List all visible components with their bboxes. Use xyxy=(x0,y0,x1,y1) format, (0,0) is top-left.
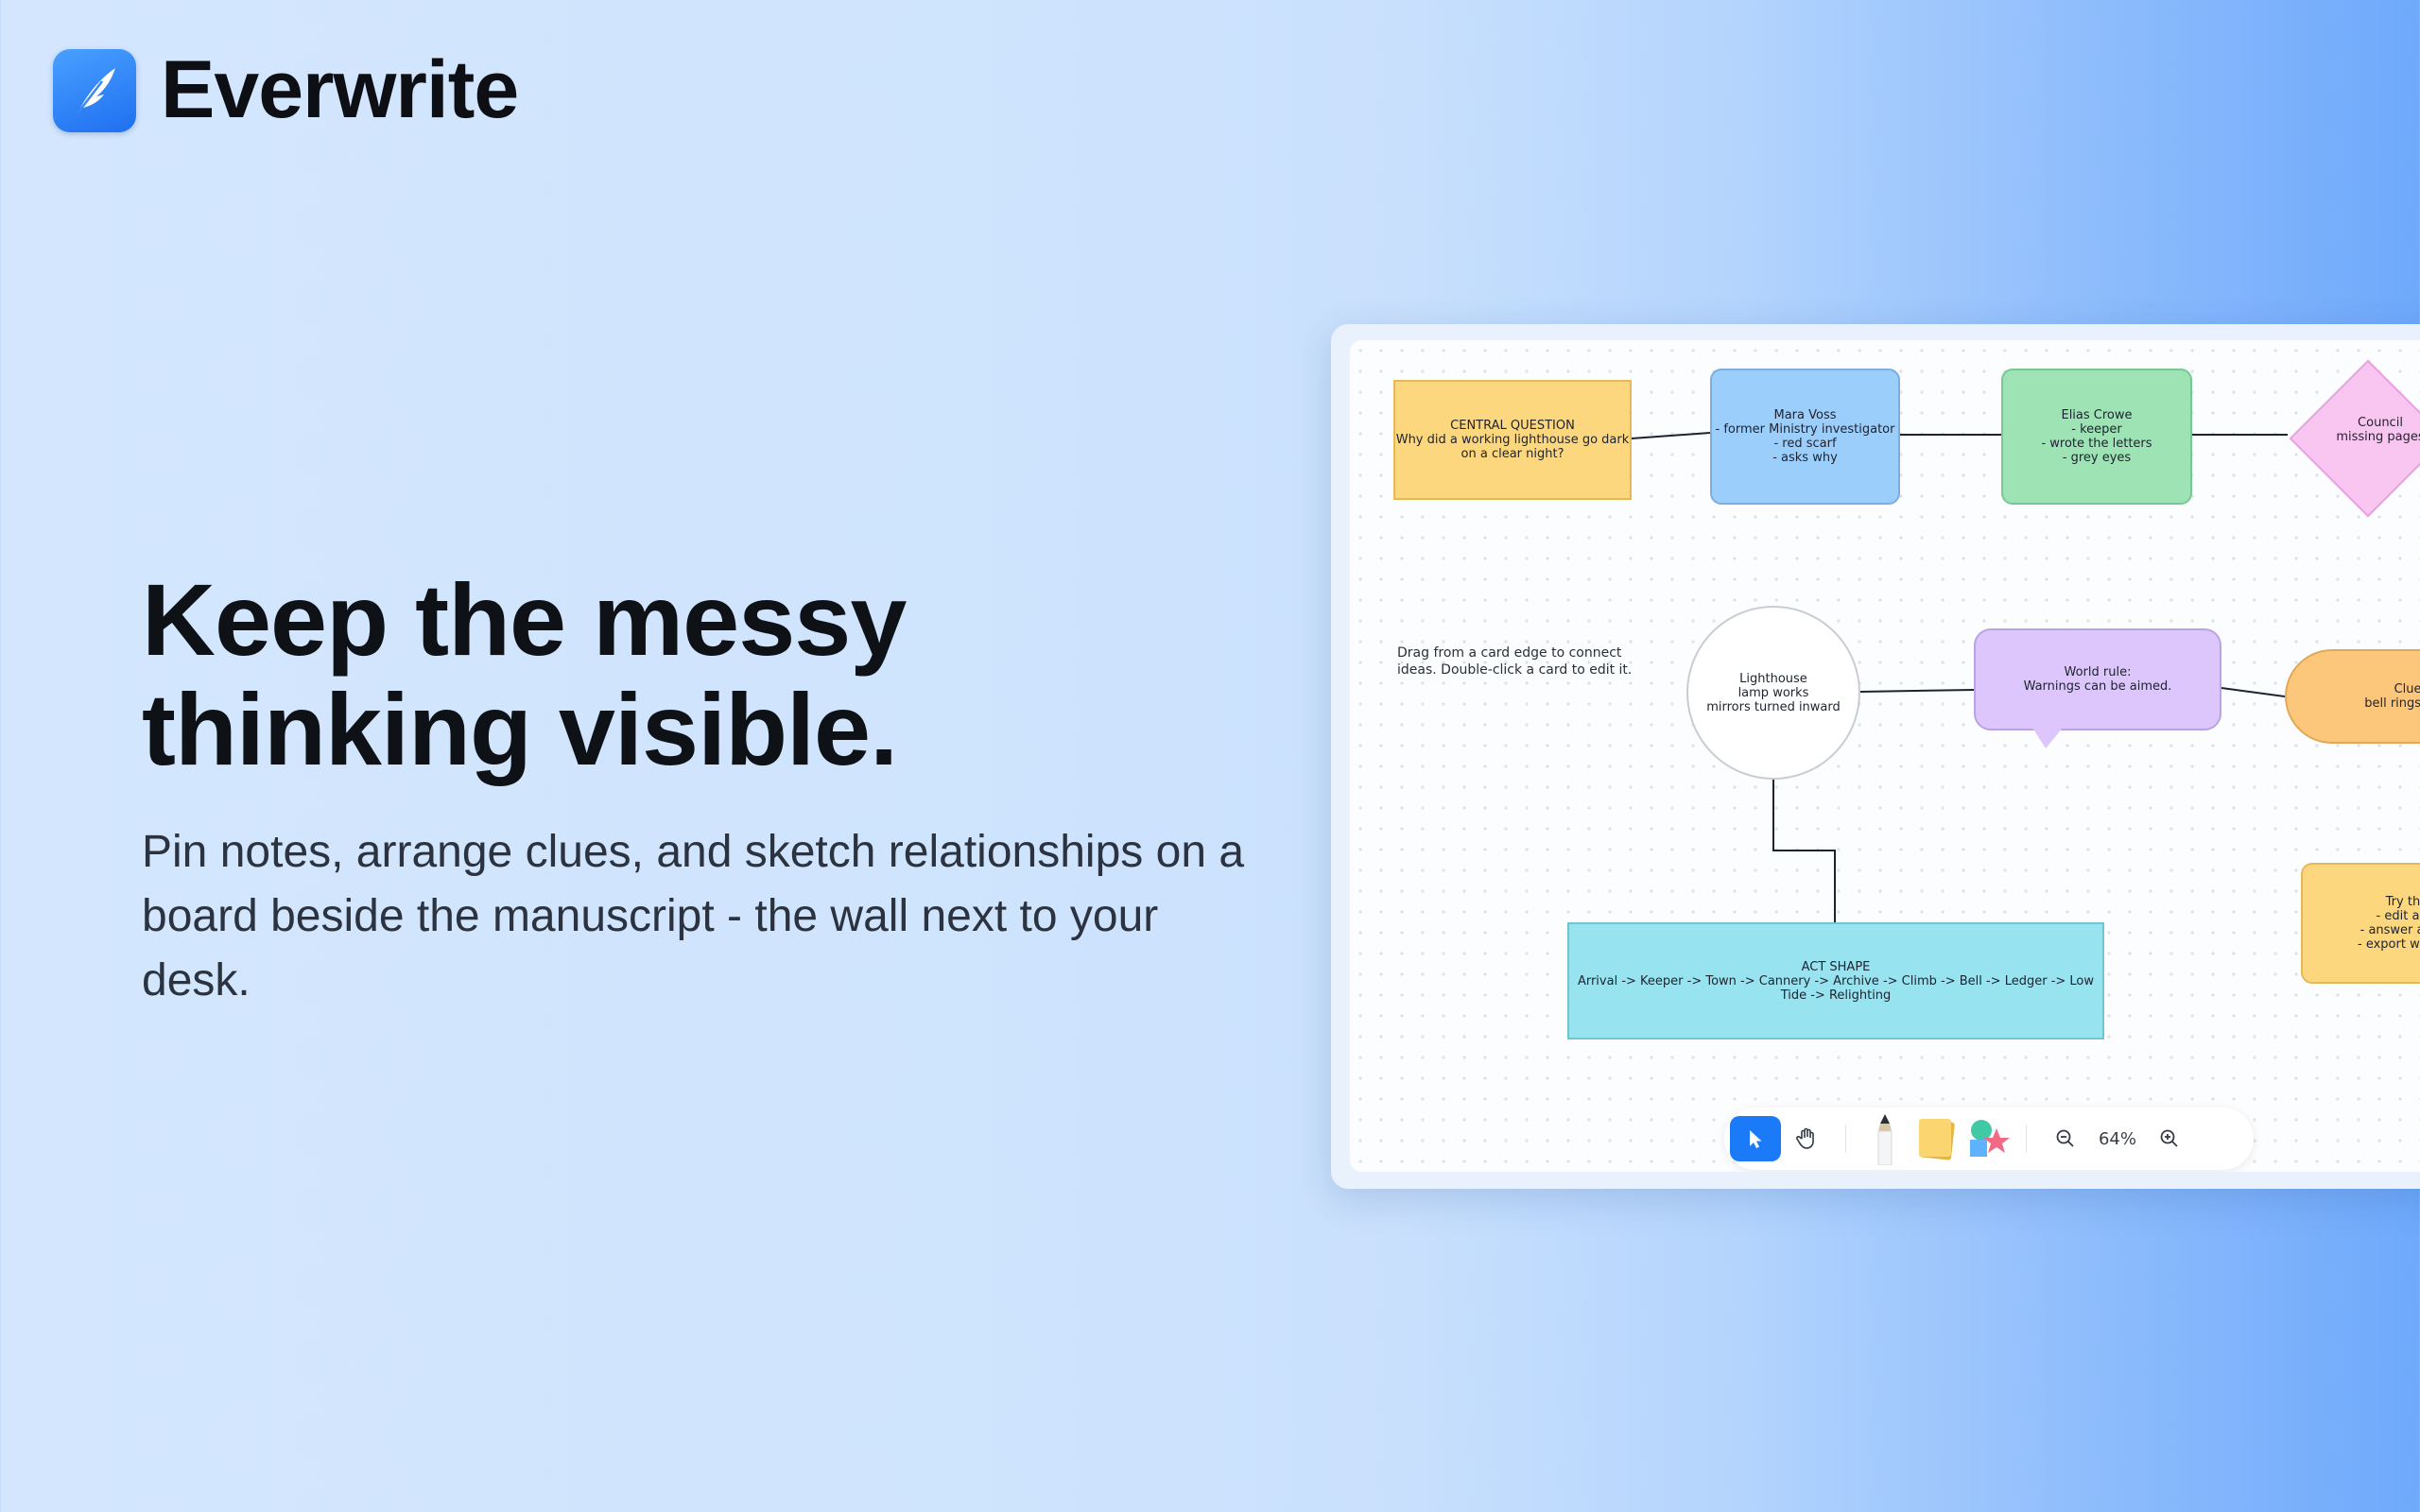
card-clue[interactable]: Clue bell rings with xyxy=(2285,649,2420,744)
card-try-this[interactable]: Try th - edit a s - answer a wo - export… xyxy=(2301,863,2420,984)
pencil-tool-button[interactable] xyxy=(1859,1114,1910,1165)
link-rule-clue xyxy=(2221,687,2286,697)
link-lighthouse-rule xyxy=(1859,689,1975,693)
subtitle: Pin notes, arrange clues, and sketch rel… xyxy=(142,827,1245,1005)
select-tool-button[interactable] xyxy=(1730,1116,1781,1161)
link-question-mara xyxy=(1631,432,1711,439)
zoom-out-icon xyxy=(2056,1129,2074,1147)
toolbar-divider xyxy=(2026,1125,2027,1153)
card-lighthouse[interactable]: Lighthouse lamp works mirrors turned inw… xyxy=(1686,606,1860,780)
zoom-in-button[interactable] xyxy=(2144,1116,2195,1161)
headline-line-1: Keep the messy xyxy=(142,562,907,677)
card-elias-crowe[interactable]: Elias Crowe - keeper - wrote the letters… xyxy=(2001,369,2192,505)
pencil-icon xyxy=(1877,1114,1893,1165)
brand: Everwrite xyxy=(53,43,519,137)
sticky-note-tool-button[interactable] xyxy=(1910,1116,1962,1161)
idea-board[interactable]: CENTRAL QUESTION Why did a working light… xyxy=(1350,340,2420,1172)
headline: Keep the messy thinking visible. xyxy=(142,565,1134,784)
headline-line-2: thinking visible. xyxy=(142,672,898,786)
speech-bubble-tail xyxy=(2032,728,2063,748)
card-world-rule[interactable]: World rule: Warnings can be aimed. xyxy=(1974,628,2221,730)
shapes-icon xyxy=(1970,1120,2010,1157)
zoom-out-button[interactable] xyxy=(2040,1116,2091,1161)
brand-name: Everwrite xyxy=(161,44,519,135)
card-central-question[interactable]: CENTRAL QUESTION Why did a working light… xyxy=(1393,380,1632,500)
hand-pan-icon xyxy=(1796,1127,1814,1149)
card-mara-voss[interactable]: Mara Voss - former Ministry investigator… xyxy=(1710,369,1900,505)
card-council-label: Council missing pages xyxy=(2336,416,2420,444)
select-pointer-icon xyxy=(1750,1130,1762,1148)
board-toolbar: 64% xyxy=(1724,1108,2254,1170)
zoom-level: 64% xyxy=(2098,1128,2136,1149)
link-lighthouse-act xyxy=(1772,780,1836,922)
board-hint: Drag from a card edge to connect ideas. … xyxy=(1397,645,1633,678)
card-connections xyxy=(1631,432,2288,922)
shapes-tool-button[interactable] xyxy=(1962,1116,2013,1161)
everwrite-logo-icon xyxy=(53,48,136,132)
zoom-in-icon xyxy=(2160,1129,2178,1147)
card-act-shape[interactable]: ACT SHAPE Arrival -> Keeper -> Town -> C… xyxy=(1567,922,2104,1040)
toolbar-divider xyxy=(1845,1125,1846,1153)
pan-tool-button[interactable] xyxy=(1781,1116,1832,1161)
sticky-note-icon xyxy=(1919,1119,1955,1160)
